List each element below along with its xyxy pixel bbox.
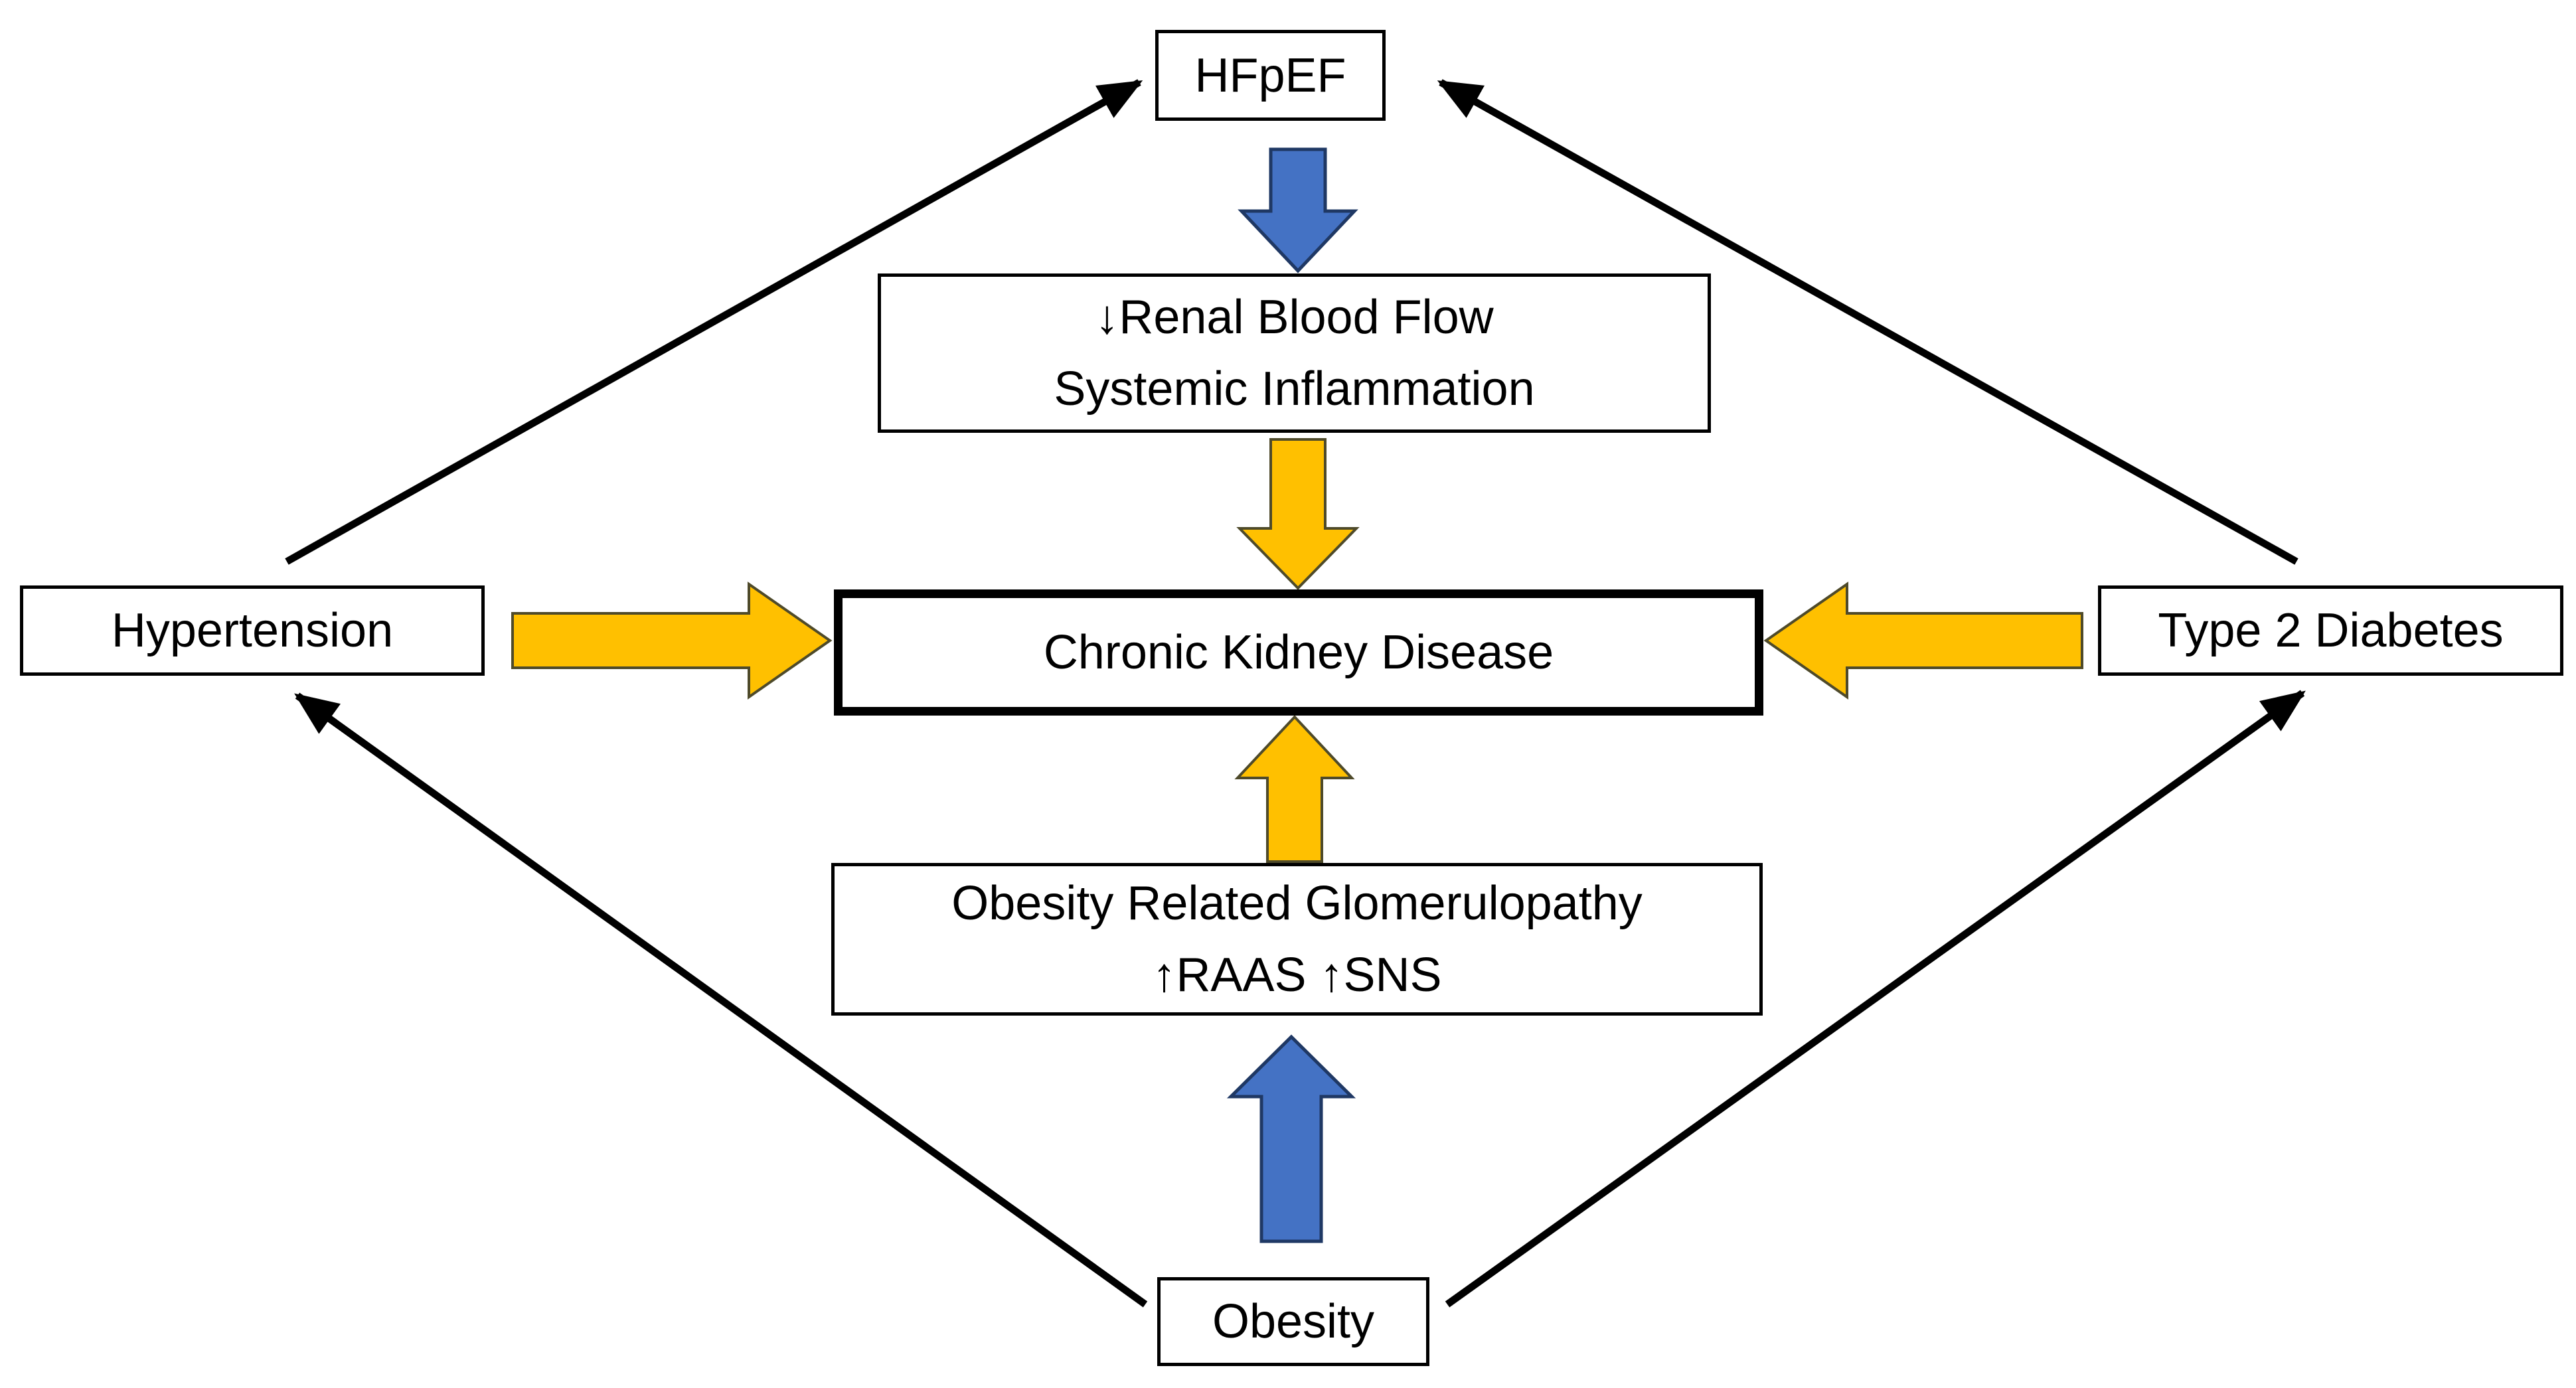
block-arrow-left-type2diabetes-to-ckd <box>1763 581 2083 700</box>
block-arrow-down-renal-to-ckd <box>1236 438 1360 590</box>
node-renal-inflammation: ↓Renal Blood Flow Systemic Inflammation <box>878 273 1711 433</box>
node-obesity-glomerulopathy: Obesity Related Glomerulopathy ↑RAAS ↑SN… <box>831 863 1763 1016</box>
node-type-2-diabetes-label: Type 2 Diabetes <box>2158 604 2504 657</box>
node-chronic-kidney-disease: Chronic Kidney Disease <box>834 589 1763 716</box>
node-hypertension-label: Hypertension <box>111 604 394 657</box>
block-arrow-up-glomerulopathy-to-ckd <box>1234 715 1355 863</box>
node-obesity-label: Obesity <box>1212 1295 1375 1348</box>
block-arrow-up-obesity-to-glomerulopathy <box>1226 1034 1356 1243</box>
connector-hypertension-to-hfpef <box>285 79 1143 565</box>
node-renal-line2: Systemic Inflammation <box>1054 362 1535 416</box>
connector-type2diabetes-to-hfpef <box>1437 79 2298 565</box>
connector-obesity-to-hypertension <box>294 692 1148 1308</box>
block-arrow-right-hypertension-to-ckd <box>511 581 833 700</box>
block-arrow-down-hfpef-to-renal <box>1238 147 1358 273</box>
node-obesity: Obesity <box>1157 1277 1429 1366</box>
node-type-2-diabetes: Type 2 Diabetes <box>2098 585 2563 676</box>
node-ckd-label: Chronic Kidney Disease <box>1043 626 1554 679</box>
node-hfpef: HFpEF <box>1155 30 1386 121</box>
connector-obesity-to-type2diabetes <box>1445 690 2306 1308</box>
node-glomerulopathy-line2: ↑RAAS ↑SNS <box>1152 949 1442 1002</box>
node-hfpef-label: HFpEF <box>1194 48 1346 102</box>
node-renal-line1: ↓Renal Blood Flow <box>1095 291 1494 344</box>
node-hypertension: Hypertension <box>20 585 485 676</box>
node-glomerulopathy-line1: Obesity Related Glomerulopathy <box>951 877 1643 930</box>
